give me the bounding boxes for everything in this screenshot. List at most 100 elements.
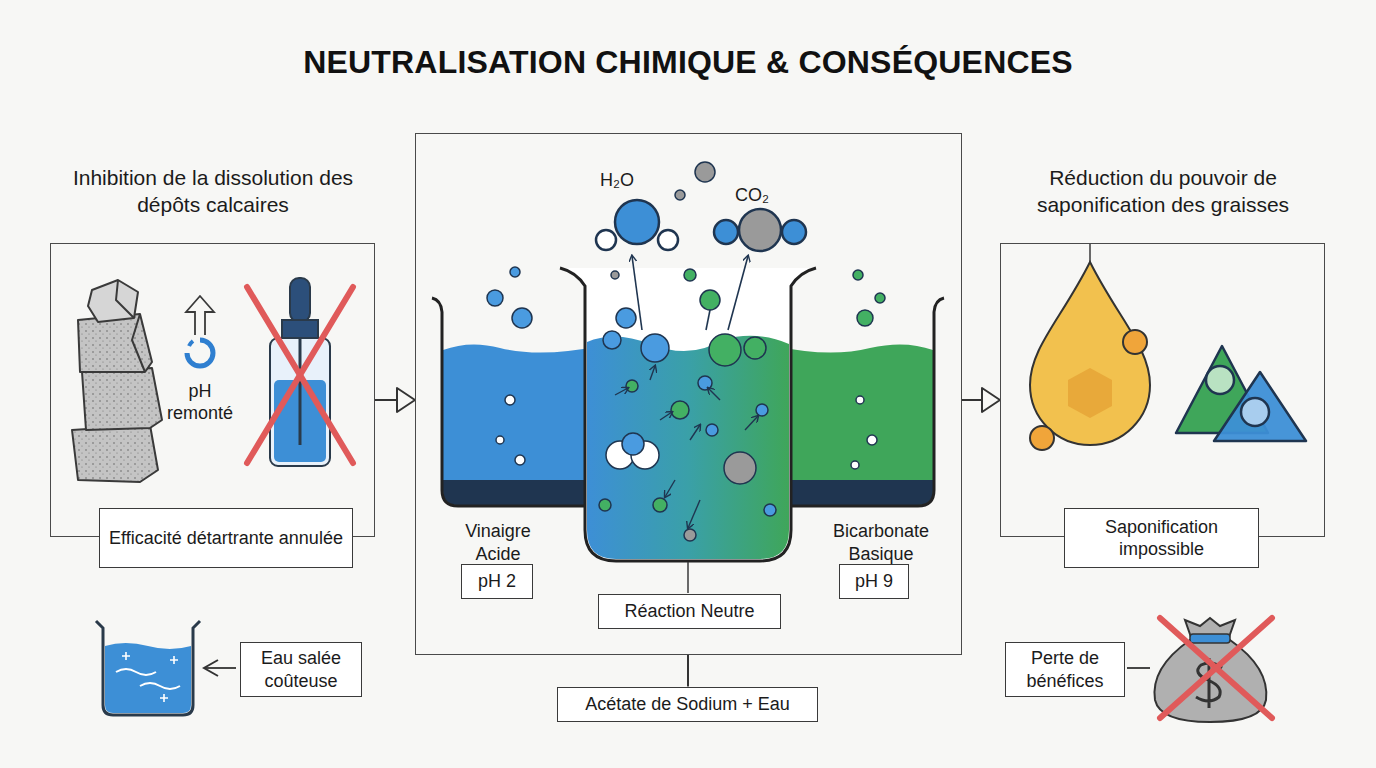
bubbles — [851, 461, 859, 469]
descaler-bottle — [282, 320, 318, 338]
co2-molecule — [782, 220, 806, 244]
reaction-particles — [603, 331, 621, 349]
box-text: Saponification impossible — [1073, 516, 1250, 561]
bubbles — [695, 162, 715, 182]
box-text: Réaction Neutre — [624, 600, 754, 623]
consequence-panel: Efficacité détartrante annuléeInhibition… — [50, 243, 375, 537]
gas-release-arrows — [728, 256, 748, 330]
limestone-rocks — [88, 280, 138, 322]
connector — [962, 399, 1000, 401]
vinegar-beaker — [432, 298, 600, 506]
bubbles — [616, 308, 636, 328]
limestone-rocks — [132, 314, 145, 372]
limestone-rocks — [82, 368, 162, 430]
box-text: Perte de bénéfices — [1014, 647, 1116, 692]
bicarbonate-beaker — [775, 298, 944, 506]
soap-triangles — [1241, 398, 1269, 426]
ph-box: pH 2 — [461, 564, 533, 599]
mixing-beaker — [560, 268, 816, 561]
bubbles — [853, 270, 863, 280]
title: NEUTRALISATION CHIMIQUE & CONSÉQUENCES — [0, 44, 1376, 81]
reaction-particles — [756, 404, 768, 416]
reaction-particles — [744, 337, 766, 359]
water-molecule — [615, 200, 659, 244]
reaction-particles — [764, 504, 776, 516]
water-molecule — [596, 200, 678, 250]
leader-line — [1127, 667, 1150, 669]
molecule-formula: H₂O — [587, 170, 647, 192]
bubbles — [856, 396, 864, 404]
reaction-arrows — [615, 366, 758, 528]
box-text: Acétate de Sodium + Eau — [585, 693, 790, 716]
ph-rise-arrow — [186, 296, 214, 335]
grease-drop — [1030, 262, 1150, 450]
cost-box: Perte de bénéfices — [1005, 642, 1125, 697]
box-text: Efficacité détartrante annulée — [109, 527, 343, 550]
bubbles — [505, 395, 515, 405]
ph-gauge — [187, 340, 213, 366]
reaction-particles — [698, 376, 712, 390]
descaler-bottle — [290, 278, 310, 322]
box-text: pH 9 — [855, 570, 893, 593]
reaction-particles — [671, 401, 689, 419]
salt-water-beaker — [96, 621, 200, 715]
bubbles — [487, 290, 503, 306]
bubbles — [675, 190, 685, 200]
panel-heading: Inhibition de la dissolution des dépôts … — [63, 164, 363, 219]
reaction-arrows — [650, 366, 655, 380]
reaction-arrows — [665, 480, 675, 497]
bicarbonate-beaker — [775, 298, 944, 506]
reaction-particles — [724, 452, 756, 484]
vinegar-beaker — [443, 344, 600, 505]
panel-heading: Réduction du pouvoir de saponification d… — [1013, 164, 1313, 219]
ph-gauge — [189, 341, 193, 346]
reaction-arrows — [708, 388, 720, 400]
reaction-particles — [641, 334, 669, 362]
descaler-bottle — [270, 338, 330, 466]
bubbles — [857, 310, 873, 326]
bicarbonate-beaker — [775, 480, 933, 505]
ph-rise-arrow — [186, 296, 214, 335]
bubbles — [611, 271, 619, 279]
bubbles — [875, 293, 885, 303]
vinegar-beaker — [432, 298, 600, 506]
water-molecule — [596, 230, 616, 250]
consequence-panel: Saponification impossibleRéduction du po… — [1000, 243, 1325, 537]
grease-drop — [1030, 262, 1150, 445]
cancel-cross — [247, 287, 353, 463]
cancel-cross — [247, 287, 353, 463]
reagent-label: Vinaigre Acide — [446, 520, 550, 565]
salt-water-beaker — [122, 652, 178, 702]
reagent-label: Bicarbonate Basique — [819, 520, 943, 565]
indicator-label: pH remonté — [158, 381, 242, 424]
bubbles — [510, 267, 520, 277]
co2-molecule — [714, 209, 806, 251]
cost-box: Eau salée coûteuse — [240, 642, 362, 697]
soap-triangles — [1206, 366, 1234, 394]
reaction-particles — [599, 331, 776, 541]
bubbles — [867, 435, 877, 445]
vinegar-beaker — [443, 480, 600, 505]
reaction-panel: pH 2 Réaction Neutre pH 9 Vinaigre Acide Bic… — [415, 133, 962, 655]
bicarbonate-beaker — [775, 344, 933, 505]
salt-water-beaker — [116, 669, 180, 689]
box-text: pH 2 — [478, 570, 516, 593]
reaction-particles — [706, 424, 718, 436]
mixing-beaker — [587, 336, 789, 559]
bubbles — [487, 162, 885, 469]
grease-drop — [1123, 330, 1147, 354]
result-box: Saponification impossible — [1064, 508, 1259, 568]
mixing-beaker — [560, 268, 816, 561]
reaction-arrows — [615, 388, 628, 395]
reaction-particles — [684, 529, 696, 541]
reaction-particles — [709, 334, 741, 366]
ph-gauge — [187, 340, 213, 366]
descaler-bottle — [299, 338, 302, 445]
reaction-particles — [626, 380, 638, 392]
connector — [375, 399, 415, 401]
limestone-rocks — [116, 280, 134, 318]
leader-line — [1089, 243, 1091, 262]
bubbles — [700, 290, 720, 310]
limestone-rocks — [78, 314, 152, 372]
salt-water-beaker — [105, 643, 191, 713]
